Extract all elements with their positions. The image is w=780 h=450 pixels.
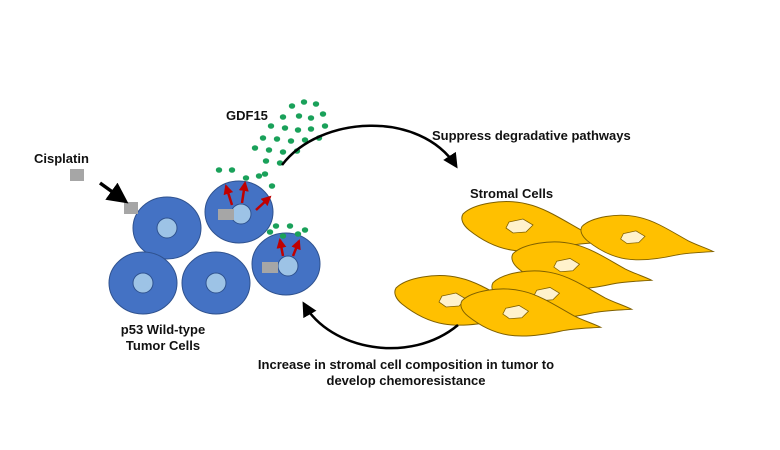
suppress-pathways-label: Suppress degradative pathways [432,128,631,143]
gdf15-dot [288,103,296,109]
gdf15-dot [273,136,281,142]
gdf15-dot [228,167,236,173]
gdf15-dot [279,114,287,120]
gdf15-dot [301,227,309,233]
tumor-cell [204,180,274,244]
tumor-label-line: Tumor Cells [125,338,201,353]
gdf15-dot [279,149,287,155]
gdf15-dot [307,115,315,121]
cisplatin-label: Cisplatin [34,151,89,166]
cisplatin-entry-arrow [98,181,129,204]
stromal-cells-label: Stromal Cells [470,186,554,201]
suppress-cycle-arrow [281,124,458,169]
tumor-cells-label: p53 Wild-type Tumor Cells [111,322,215,354]
tumor-cell [132,196,202,260]
gdf15-dot [300,99,308,105]
increase-label-line: Increase in stromal cell composition in … [257,357,555,372]
increase-cycle-arrow [302,301,459,350]
gdf15-dot [301,137,309,143]
gdf15-dot [286,223,294,229]
stromal-cell [460,288,603,337]
gdf15-dot [261,171,269,177]
gdf15-dot [251,145,259,151]
secretion-arrows [223,181,301,257]
gdf15-dot [242,175,250,181]
gdf15-dot [267,123,275,129]
gdf15-dot [295,113,303,119]
gdf15-dot [294,127,302,133]
gdf15-dot [279,233,287,239]
gdf15-dot [307,126,315,132]
cisplatin-molecules [70,169,278,273]
gdf15-dot [287,138,295,144]
gdf15-dot [312,101,320,107]
gdf15-dot [281,125,289,131]
tumor-cell [181,251,251,315]
gdf15-dot [294,231,302,237]
increase-composition-label: Increase in stromal cell composition in … [236,357,576,389]
gdf15-dot [265,147,273,153]
tumor-label-line: p53 Wild-type [120,322,206,337]
increase-label-line: develop chemoresistance [326,373,486,388]
gdf15-dot [321,123,329,129]
cisplatin-square [70,169,84,181]
stromal-cell-group [394,201,716,337]
stromal-cell [580,214,716,261]
tumor-cell [108,251,178,315]
gdf15-dot [268,183,276,189]
cisplatin-square [218,209,234,220]
gdf15-dot [272,223,280,229]
cisplatin-square [262,262,278,273]
gdf15-dot [319,111,327,117]
gdf15-dot [259,135,267,141]
gdf15-dot [266,229,274,235]
gdf15-dot [262,158,270,164]
cisplatin-square [124,202,138,214]
gdf15-dot [255,173,263,179]
tumor-cell-cluster [108,180,321,315]
gdf15-dot [215,167,223,173]
gdf15-label: GDF15 [226,108,268,123]
